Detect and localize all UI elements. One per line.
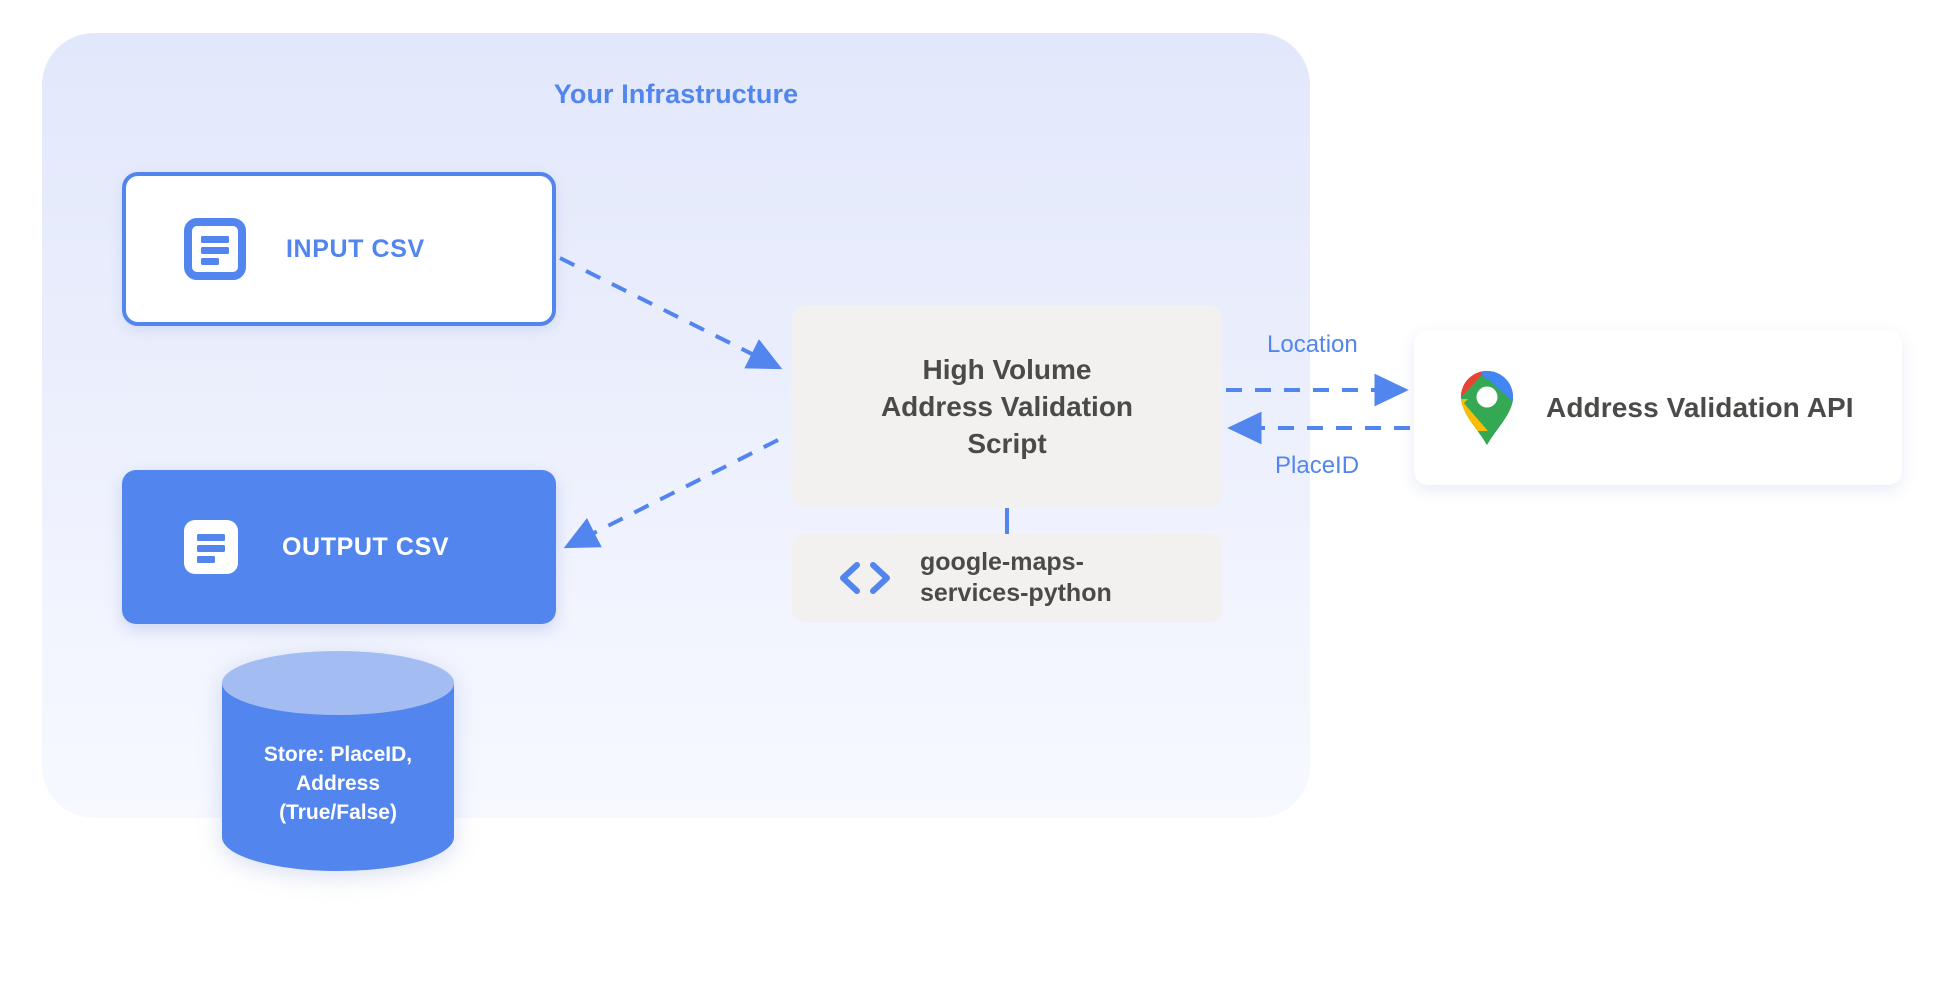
node-database-store[interactable]: Store: PlaceID, Address (True/False): [216, 645, 460, 875]
node-script-line-3: Script: [967, 428, 1047, 460]
node-input-csv[interactable]: INPUT CSV: [122, 172, 556, 326]
edge-label-location: Location: [1267, 331, 1358, 358]
node-script[interactable]: High Volume Address Validation Script: [792, 305, 1222, 508]
node-address-validation-api-label: Address Validation API: [1546, 391, 1854, 423]
node-script-line-2: Address Validation: [880, 390, 1134, 422]
google-maps-pin-icon: [1461, 370, 1513, 445]
node-input-csv-label: INPUT CSV: [286, 234, 425, 263]
node-script-line-1: High Volume: [922, 353, 1092, 385]
infrastructure-panel-title: Your Infrastructure: [553, 79, 799, 109]
document-icon: [184, 520, 238, 574]
node-library-line-2: services-python: [920, 579, 1112, 607]
node-library[interactable]: google-maps- services-python: [792, 534, 1222, 622]
node-output-csv[interactable]: OUTPUT CSV: [122, 470, 556, 624]
node-database-store-label: Store: PlaceID, Address (True/False): [263, 743, 413, 824]
node-output-csv-label: OUTPUT CSV: [282, 532, 450, 561]
node-address-validation-api[interactable]: Address Validation API: [1414, 330, 1902, 485]
edge-label-placeid: PlaceID: [1275, 452, 1360, 479]
document-icon: [184, 218, 246, 280]
node-library-line-1: google-maps-: [920, 548, 1084, 576]
cylinder-shape: [222, 651, 454, 871]
code-icon: [840, 562, 890, 594]
